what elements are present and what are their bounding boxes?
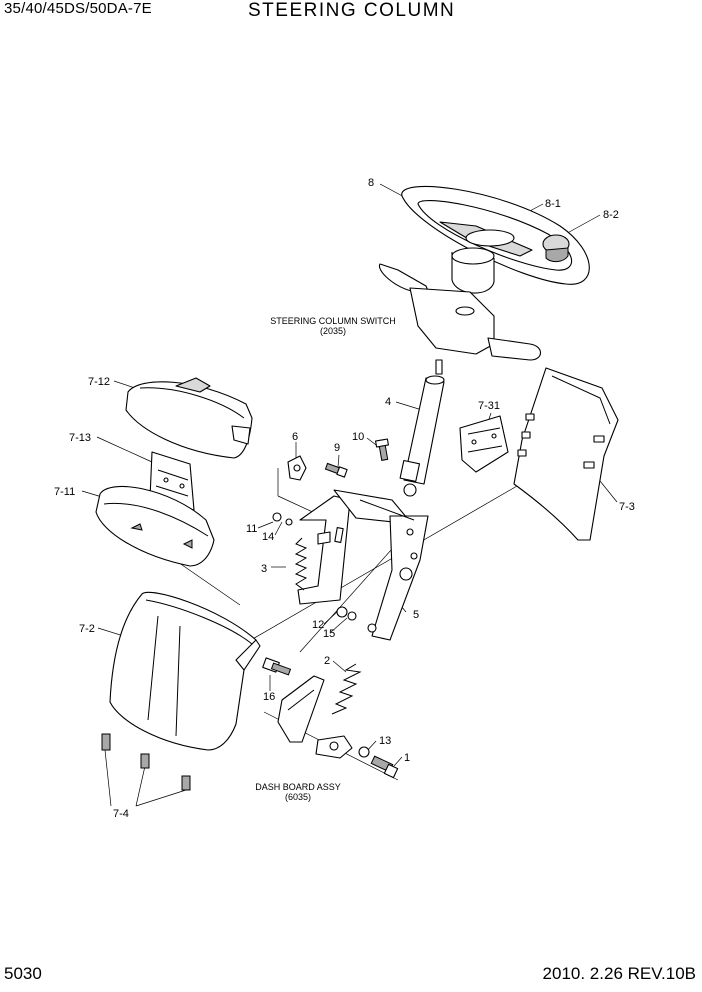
callout-13: 13 (379, 735, 391, 747)
callout-7-12: 7-12 (88, 376, 110, 388)
bolt-10 (375, 438, 389, 461)
callout-7-11: 7-11 (54, 486, 75, 498)
steering-column-shaft (399, 359, 445, 497)
lower-cover (109, 591, 261, 751)
column-switch-note: STEERING COLUMN SWITCH (270, 316, 396, 326)
callout-5: 5 (413, 609, 419, 621)
callout-labels: 8 8-1 8-2 4 7-12 7-13 7-11 7-31 7-3 7-2 … (54, 177, 635, 820)
bolt-16 (262, 657, 292, 676)
callout-11: 11 (246, 523, 257, 535)
callout-7-4: 7-4 (113, 808, 129, 820)
callout-10: 10 (352, 431, 364, 443)
upper-bracket (287, 455, 307, 481)
washer-12 (336, 606, 348, 618)
callout-7-31: 7-31 (478, 400, 500, 412)
steering-wheel (401, 185, 590, 294)
spring-3 (294, 531, 331, 591)
callout-7-3: 7-3 (619, 501, 635, 513)
lower-cover-top (95, 485, 215, 567)
callout-3: 3 (261, 563, 267, 575)
steering-column-switch (378, 263, 542, 361)
rear-cover (513, 367, 619, 541)
column-frame (297, 489, 429, 641)
callout-14: 14 (262, 531, 274, 543)
callout-1: 1 (404, 752, 410, 764)
callout-9: 9 (334, 442, 340, 454)
callout-2: 2 (324, 655, 330, 667)
revision-date: 2010. 2.26 REV.10B (542, 964, 696, 983)
page-number: 5030 (4, 964, 42, 983)
reference-notes: STEERING COLUMN SWITCH (2035) DASH BOARD… (255, 316, 396, 802)
washer-11 (272, 512, 282, 522)
washer-13 (358, 746, 370, 758)
spring-2 (331, 663, 362, 715)
callout-6: 6 (292, 431, 298, 443)
dash-board-ref: (6035) (285, 792, 311, 802)
cover-screws (101, 733, 191, 791)
callout-12: 12 (312, 619, 324, 631)
dash-board-note: DASH BOARD ASSY (255, 782, 341, 792)
upper-cover (125, 377, 253, 459)
washer-15 (347, 611, 357, 621)
bolt-1 (370, 755, 399, 779)
bolt-9 (324, 462, 348, 478)
callout-15: 15 (323, 628, 335, 640)
callout-7-13: 7-13 (69, 432, 91, 444)
dash-board-assy (277, 675, 353, 759)
callout-4: 4 (385, 396, 391, 408)
model-number: 35/40/45DS/50DA-7E (4, 0, 152, 17)
callout-8-1: 8-1 (545, 198, 561, 210)
page-title: STEERING COLUMN (248, 0, 456, 21)
callout-7-2: 7-2 (79, 623, 95, 635)
washer-14 (285, 518, 293, 526)
switch-bracket (459, 415, 509, 473)
callout-16: 16 (263, 691, 275, 703)
column-switch-ref: (2035) (320, 326, 346, 336)
callout-8-2: 8-2 (603, 209, 619, 221)
callout-8: 8 (368, 177, 374, 189)
